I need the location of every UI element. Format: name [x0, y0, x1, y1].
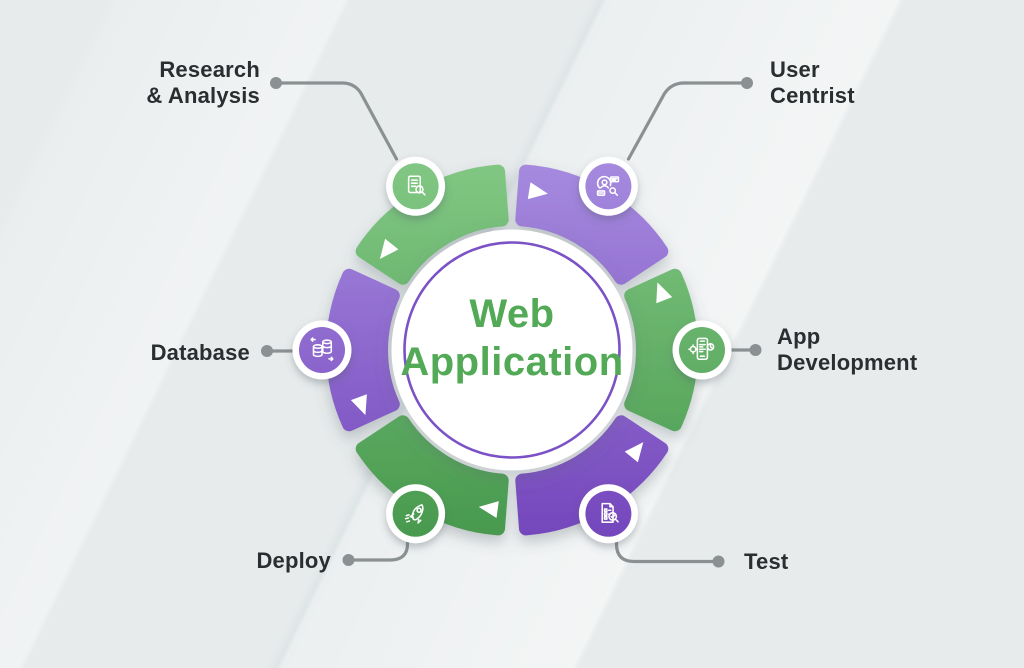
flow-arrow-test	[624, 442, 644, 463]
database-label: Database	[151, 340, 250, 366]
center-title-line2: Application	[400, 340, 624, 384]
segment-user-centrist	[515, 164, 669, 285]
label-line: User	[770, 57, 820, 82]
badge-app-development	[672, 320, 732, 380]
segment-research	[355, 164, 509, 285]
label-line: Database	[150, 340, 250, 365]
flow-arrow-user-centrist	[527, 182, 548, 200]
label-line: Research	[159, 57, 260, 82]
segment-test	[515, 415, 669, 536]
segment-deploy	[355, 415, 509, 536]
center-circle	[391, 229, 633, 471]
badge-test	[578, 484, 638, 544]
connector-dot-database	[261, 345, 273, 357]
segment-app-development	[624, 268, 698, 432]
label-line: App	[777, 324, 821, 349]
connector-deploy	[349, 538, 410, 562]
label-line: & Analysis	[146, 83, 260, 108]
connector-dot-user-centrist	[741, 77, 753, 89]
label-line: Test	[744, 549, 789, 574]
stage-badges	[292, 156, 732, 544]
label-line: Centrist	[770, 83, 855, 108]
connector-dot-test	[712, 555, 725, 568]
center-ring	[403, 241, 621, 459]
app-development-label: App Development	[777, 324, 917, 376]
center-disc	[391, 229, 633, 471]
connector-dot-app-development	[749, 344, 762, 356]
badge-database	[292, 320, 352, 380]
badge-deploy	[386, 484, 446, 544]
connector-test	[614, 538, 718, 564]
connector-user-centrist	[626, 81, 749, 161]
center-title: Web Application	[362, 290, 662, 386]
center-title-line1: Web	[469, 292, 555, 336]
deploy-label: Deploy	[256, 548, 331, 574]
connector-lines	[261, 77, 762, 568]
flow-arrow-research	[379, 238, 399, 259]
research-analysis-label: Research & Analysis	[146, 57, 260, 109]
flow-arrows	[350, 182, 673, 518]
ring-band	[326, 164, 698, 536]
connector-dot-deploy	[342, 554, 355, 566]
flow-arrow-database	[350, 394, 367, 416]
label-line: Development	[777, 350, 918, 375]
test-label: Test	[744, 549, 788, 575]
flow-arrow-app-development	[656, 282, 673, 304]
connector-research	[274, 81, 399, 161]
user-centrist-label: User Centrist	[770, 57, 855, 109]
badge-user-centrist	[578, 156, 638, 216]
flow-arrow-deploy	[478, 501, 499, 518]
connector-dot-research	[270, 77, 282, 89]
segment-database	[326, 268, 400, 432]
label-line: Deploy	[256, 548, 331, 573]
badge-research	[386, 156, 446, 216]
